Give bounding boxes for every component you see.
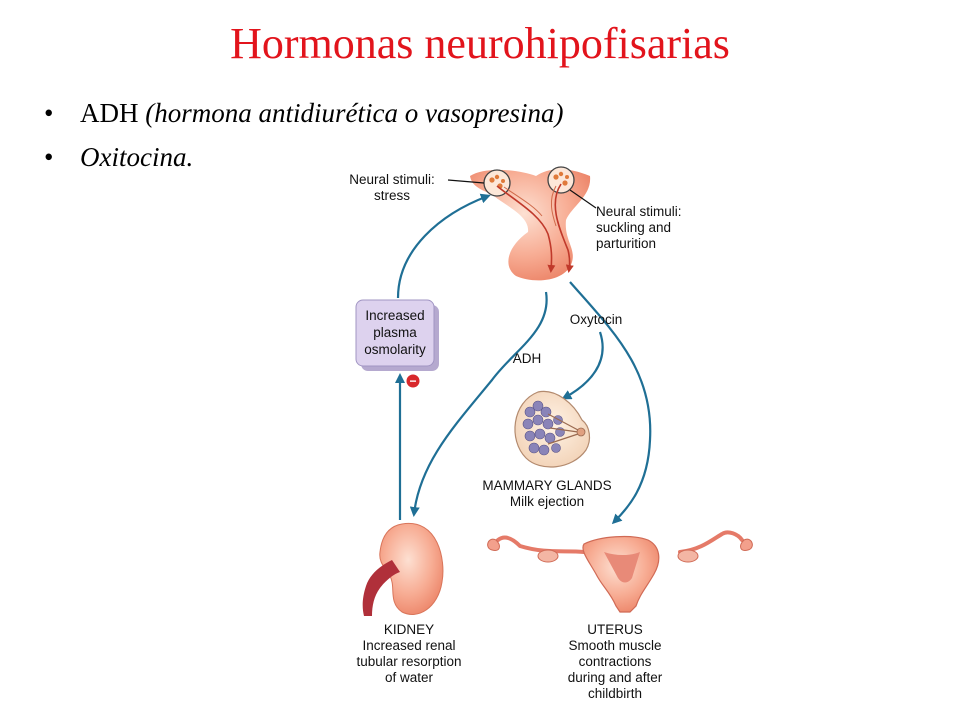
lobules — [522, 400, 565, 456]
fimbria-left — [487, 538, 500, 551]
kidney-line3: of water — [385, 670, 434, 685]
osmolarity-line3: osmolarity — [364, 342, 426, 357]
ducts — [547, 413, 579, 445]
uterus-line1: Smooth muscle — [568, 638, 661, 653]
negative-sign: − — [409, 374, 416, 388]
ureter — [362, 560, 400, 616]
neuron-cluster-right — [547, 166, 575, 194]
kidney-title: KIDNEY — [384, 622, 434, 637]
uterus-line2: contractions — [579, 654, 652, 669]
osmolarity-line2: plasma — [373, 325, 417, 340]
arrow-oxytocin-to-uterus — [569, 281, 652, 525]
uterus-line4: childbirth — [588, 686, 642, 701]
nipple — [576, 427, 586, 437]
uterus-line3: during and after — [568, 670, 663, 685]
arrow-osmolarity-to-hypothalamus — [396, 193, 491, 299]
osmolarity-box-face — [355, 299, 435, 367]
pituitary-shape — [470, 169, 591, 281]
mammary-title: MAMMARY GLANDS — [482, 478, 611, 493]
bullet-dot: • — [44, 142, 54, 172]
arrow-adh-to-kidney — [409, 291, 548, 517]
bullet-dot: • — [44, 98, 54, 128]
neural-stimuli-right-line3: parturition — [596, 236, 656, 251]
ovary-right — [677, 549, 699, 563]
negative-feedback-icon — [406, 374, 420, 388]
neural-stimuli-left-line2: stress — [374, 188, 410, 203]
kidney-shape — [379, 523, 444, 615]
bullet-oxitocina: • Oxitocina. — [44, 142, 193, 173]
bullet-adh-text: (hormona antidiurética o vasopresina) — [145, 98, 564, 128]
uterine-cavity — [604, 552, 640, 583]
osmolarity-line1: Increased — [365, 308, 424, 323]
bullet-adh: • ADH (hormona antidiurética o vasopresin… — [44, 98, 563, 129]
kidney — [362, 523, 444, 616]
ovary-left — [537, 549, 559, 563]
bullet-oxitocina-text: Oxitocina. — [80, 142, 194, 172]
pointer-suckling — [569, 189, 597, 209]
neural-stimuli-right-line2: suckling and — [596, 220, 671, 235]
fimbria-right — [740, 538, 753, 551]
neural-stimuli-right-line1: Neural stimuli: — [596, 204, 682, 219]
axon-oxytocin — [554, 183, 574, 273]
kidney-line2: tubular resorption — [356, 654, 461, 669]
pituitary-gland — [470, 166, 591, 281]
mammary-subtitle: Milk ejection — [510, 494, 584, 509]
axon-adh — [496, 185, 556, 273]
uterus — [487, 530, 753, 613]
kidney-line1: Increased renal — [362, 638, 455, 653]
bullet-adh-prefix: ADH — [80, 98, 146, 128]
oxytocin-label: Oxytocin — [570, 312, 623, 327]
adh-label: ADH — [513, 351, 542, 366]
fallopian-tubes — [496, 530, 744, 554]
mammary-gland — [514, 390, 591, 468]
slide-title: Hormonas neurohipofisarias — [230, 19, 730, 68]
uterus-title: UTERUS — [587, 622, 643, 637]
neural-stimuli-left-line1: Neural stimuli: — [349, 172, 435, 187]
neuron-cells — [489, 171, 569, 189]
arrow-oxytocin-to-mammary — [561, 331, 604, 400]
pointer-stress — [447, 179, 485, 184]
osmolarity-box: Increased plasma osmolarity — [355, 299, 439, 371]
